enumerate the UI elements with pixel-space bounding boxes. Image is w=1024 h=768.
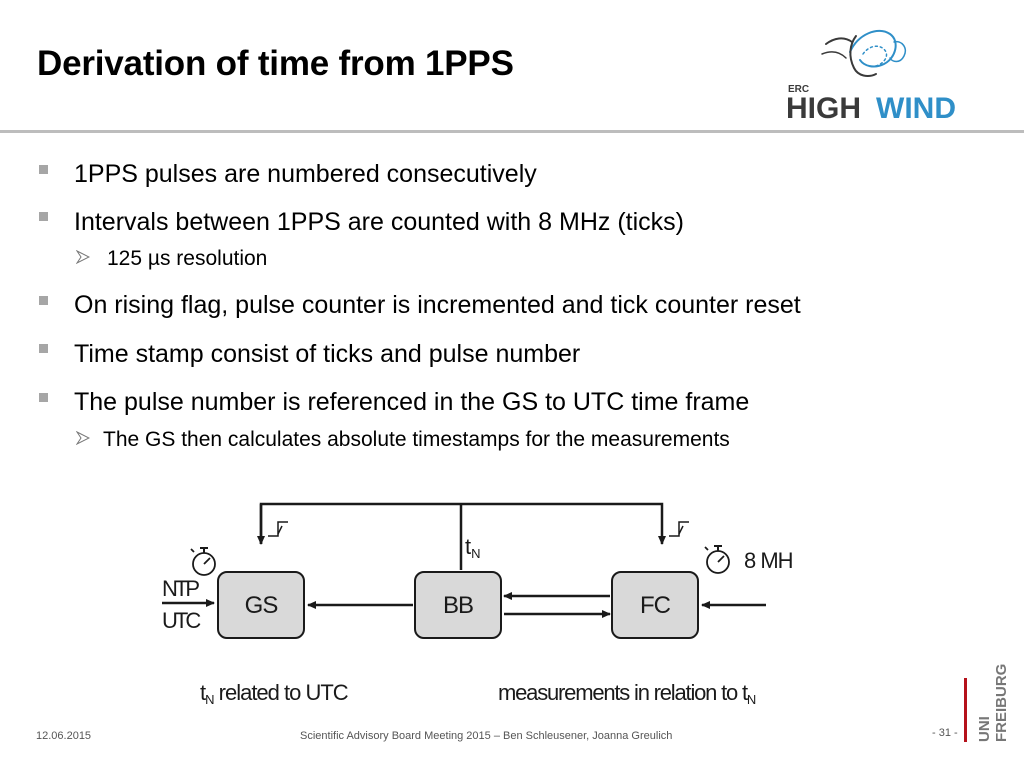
timing-diagram: tN 8 MH NTP UTC GS BB FC tN relat [162,502,794,707]
bullet-marker [39,393,48,402]
bullet-5: The pulse number is referenced in the GS… [74,388,750,416]
ntp-label: NTP [162,576,199,601]
stopwatch-icon [704,545,730,574]
bullet-marker [39,296,48,305]
sub-bullet-2: The GS then calculates absolute timestam… [103,428,730,451]
logo-high: HIGH [786,92,861,124]
stopwatch-icon [190,547,216,576]
bullet-marker [39,212,48,221]
box-gs-label: GS [245,592,278,619]
footer-meeting: Scientific Advisory Board Meeting 2015 –… [300,730,673,742]
header-divider [0,130,1024,133]
slide-title: Derivation of time from 1PPS [37,44,514,83]
box-gs: GS [217,571,305,639]
sub-bullet-1: 125 µs resolution [107,247,268,270]
bullet-3: On rising flag, pulse counter is increme… [74,291,801,319]
svg-text:tN: tN [465,534,481,561]
bullet-marker [39,165,48,174]
bullet-1: 1PPS pulses are numbered consecutively [74,160,537,188]
uni-freiburg-logo: UNI FREIBURG [964,664,1010,742]
bullet-4: Time stamp consist of ticks and pulse nu… [74,340,581,368]
sub-bullet-arrow-icon [76,250,90,264]
highwind-logo: ERC HIGH WIND [786,29,956,124]
bullet-marker [39,344,48,353]
utc-label: UTC [162,608,201,633]
box-bb: BB [414,571,502,639]
clock-label: 8 MH [744,548,793,573]
uni-logo-uni: UNI [976,716,993,742]
rising-edge-icon [669,521,689,537]
footer-page-number: - 31 - [932,727,958,739]
tn-sub: N [471,546,480,561]
caption-right: measurements in relation to tN [498,680,756,707]
caption-left: tN related to UTC [200,680,349,707]
bullet-2: Intervals between 1PPS are counted with … [74,208,684,236]
box-fc: FC [611,571,699,639]
tn-label: t [465,534,471,559]
rising-edge-icon [268,521,288,537]
box-fc-label: FC [640,592,671,619]
uni-logo-freiburg: FREIBURG [993,664,1010,742]
footer-date: 12.06.2015 [36,730,92,742]
sub-bullet-arrow-icon [76,431,90,445]
logo-erc: ERC [788,84,809,95]
box-bb-label: BB [443,592,473,619]
logo-wind: WIND [876,92,956,124]
